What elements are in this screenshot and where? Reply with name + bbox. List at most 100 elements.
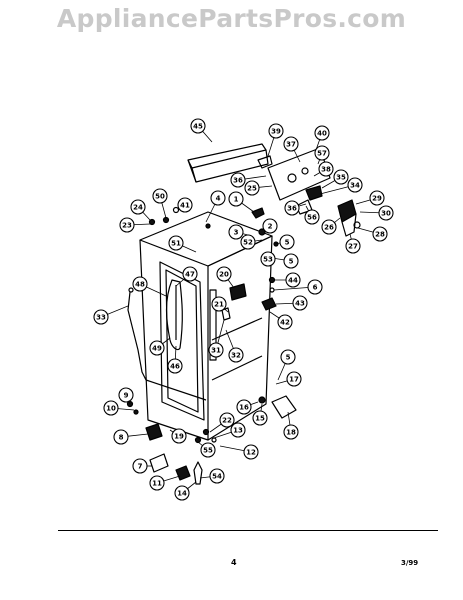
top-hinge-parts bbox=[261, 276, 277, 311]
callout-label: 26 bbox=[324, 224, 334, 232]
callout-label: 22 bbox=[222, 417, 232, 425]
callout-label: 7 bbox=[138, 463, 143, 471]
callout-label: 23 bbox=[122, 222, 132, 230]
callout-33: 33 bbox=[93, 309, 109, 325]
callout-label: 5 bbox=[289, 258, 294, 266]
callout-label: 16 bbox=[239, 404, 249, 412]
callout-circle bbox=[285, 272, 301, 288]
callout-label: 43 bbox=[295, 300, 305, 308]
callout-circle bbox=[372, 226, 388, 242]
bottom-parts bbox=[126, 400, 217, 485]
callout-50: 50 bbox=[152, 188, 168, 204]
callout-4: 4 bbox=[210, 190, 226, 206]
callout-43: 43 bbox=[292, 295, 308, 311]
callout-label: 17 bbox=[289, 376, 299, 384]
callout-label: 34 bbox=[350, 182, 360, 190]
callout-circle bbox=[93, 309, 109, 325]
control-panel-plate bbox=[267, 147, 331, 201]
callout-circle bbox=[262, 218, 278, 234]
callout-label: 15 bbox=[255, 415, 265, 423]
callout-label: 5 bbox=[285, 239, 290, 247]
callout-circle bbox=[210, 190, 226, 206]
callout-label: 19 bbox=[174, 433, 184, 441]
callout-label: 24 bbox=[133, 204, 143, 212]
callout-5c: 5 bbox=[280, 349, 296, 365]
callout-circle bbox=[279, 234, 295, 250]
callout-label: 9 bbox=[124, 392, 129, 400]
thermostat-parts bbox=[295, 185, 323, 215]
watermark-text: AppliancePartsPros.com bbox=[56, 4, 407, 33]
callout-label: 37 bbox=[286, 141, 296, 149]
callout-circle bbox=[149, 475, 165, 491]
callout-37: 37 bbox=[283, 136, 299, 152]
callout-46: 46 bbox=[167, 358, 183, 374]
callout-label: 21 bbox=[214, 301, 224, 309]
callout-label: 39 bbox=[271, 128, 281, 136]
callout-48: 48 bbox=[132, 276, 148, 292]
callout-label: 30 bbox=[381, 210, 391, 218]
footer-divider bbox=[58, 530, 438, 531]
callout-circle bbox=[200, 442, 216, 458]
callout-6: 6 bbox=[307, 279, 323, 295]
callout-label: 13 bbox=[233, 427, 243, 435]
callout-circle bbox=[216, 266, 232, 282]
callout-42: 42 bbox=[277, 314, 293, 330]
callout-circle bbox=[167, 358, 183, 374]
callout-label: 47 bbox=[185, 271, 195, 279]
callout-20: 20 bbox=[216, 266, 232, 282]
callout-circle bbox=[230, 422, 246, 438]
callout-circle bbox=[304, 209, 320, 225]
callout-label: 41 bbox=[180, 202, 190, 210]
callout-31: 31 bbox=[208, 342, 224, 358]
callout-circle bbox=[177, 197, 193, 213]
callout-label: 12 bbox=[246, 449, 256, 457]
callout-47: 47 bbox=[182, 266, 198, 282]
top-screws bbox=[148, 206, 279, 261]
callout-1: 1 bbox=[228, 191, 244, 207]
callout-circle bbox=[113, 429, 129, 445]
callout-23: 23 bbox=[119, 217, 135, 233]
callout-13: 13 bbox=[230, 422, 246, 438]
callout-circle bbox=[228, 347, 244, 363]
callout-label: 54 bbox=[212, 473, 222, 481]
callout-circle bbox=[243, 444, 259, 460]
drain-tube bbox=[127, 287, 147, 381]
callout-circle bbox=[219, 412, 235, 428]
callout-36b: 36 bbox=[284, 200, 300, 216]
callout-circle bbox=[333, 169, 349, 185]
callout-circle bbox=[292, 295, 308, 311]
callout-35: 35 bbox=[333, 169, 349, 185]
callout-57: 57 bbox=[314, 145, 330, 161]
callout-36a: 36 bbox=[230, 172, 246, 188]
callout-circle bbox=[280, 349, 296, 365]
callout-5b: 5 bbox=[283, 253, 299, 269]
callout-19: 19 bbox=[171, 428, 187, 444]
callout-29: 29 bbox=[369, 190, 385, 206]
callout-label: 35 bbox=[336, 174, 346, 182]
callout-32: 32 bbox=[228, 347, 244, 363]
callout-label: 20 bbox=[219, 271, 229, 279]
callout-label: 52 bbox=[243, 239, 253, 247]
light-assembly bbox=[337, 199, 361, 237]
callout-label: 44 bbox=[288, 277, 298, 285]
callout-label: 8 bbox=[119, 434, 124, 442]
cabinet-body bbox=[139, 211, 273, 441]
callout-label: 28 bbox=[375, 231, 385, 239]
callout-2: 2 bbox=[262, 218, 278, 234]
callout-55: 55 bbox=[200, 442, 216, 458]
callout-15: 15 bbox=[252, 410, 268, 426]
callout-circle bbox=[307, 279, 323, 295]
callout-label: 56 bbox=[307, 214, 317, 222]
callout-25: 25 bbox=[244, 180, 260, 196]
callout-9: 9 bbox=[118, 387, 134, 403]
callout-41: 41 bbox=[177, 197, 193, 213]
callout-label: 42 bbox=[280, 319, 290, 327]
callout-49: 49 bbox=[149, 340, 165, 356]
callout-circle bbox=[240, 234, 256, 250]
callout-7: 7 bbox=[132, 458, 148, 474]
callout-circle bbox=[228, 224, 244, 240]
callout-21: 21 bbox=[211, 296, 227, 312]
callout-27: 27 bbox=[345, 238, 361, 254]
